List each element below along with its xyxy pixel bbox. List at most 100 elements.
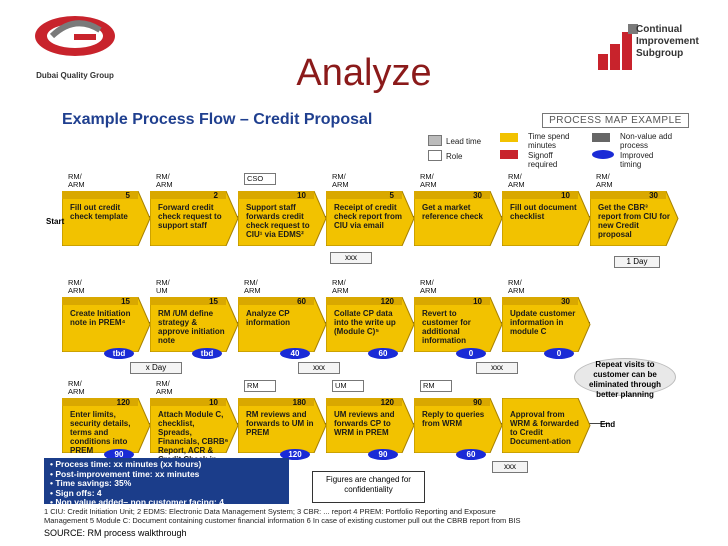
bullet-2: • Post-improvement time: xx minutes: [50, 468, 200, 479]
legend-lead-time: Lead time: [446, 137, 482, 146]
process-step-shape: [326, 297, 415, 352]
process-step-shape: [502, 191, 591, 246]
step-role: RM/ ARM: [420, 278, 437, 295]
improved-time-oval: 90: [104, 449, 134, 460]
step-role: RM/ ARM: [596, 172, 613, 189]
step-text: Approval from WRM & forwarded to Credit …: [510, 410, 579, 446]
step-time: 10: [473, 297, 482, 306]
legend: Lead time Role Time spend minutes Signof…: [424, 132, 724, 172]
process-step-shape: [414, 398, 503, 453]
logo-line-2: Improvement: [636, 36, 699, 47]
source-line: SOURCE: RM process walkthrough: [44, 528, 187, 538]
lead-time-box: x Day: [130, 362, 182, 374]
step-role: RM/ ARM: [68, 379, 85, 396]
page-title: Analyze: [296, 52, 432, 94]
step-text: Fill out credit check template: [70, 203, 128, 221]
process-step-shape: [238, 398, 327, 453]
step-role: RM: [244, 380, 276, 392]
time-spend-swatch: [500, 133, 518, 142]
footnote-line-1: 1 CIU: Credit Initiation Unit; 2 EDMS: E…: [44, 507, 496, 516]
bullet-3: • Time savings: 35%: [50, 478, 132, 489]
logo-line-3: Subgroup: [636, 48, 684, 59]
lead-time-box: xxx: [492, 461, 528, 473]
step-role: RM/ ARM: [156, 172, 173, 189]
lead-time-box: xxx: [476, 362, 518, 374]
step-text: RM /UM define strategy & approve initiat…: [158, 309, 225, 345]
step-time: 2: [213, 191, 218, 200]
footnotes: 1 CIU: Credit Initiation Unit; 2 EDMS: E…: [44, 507, 704, 525]
dubai-quality-group-logo: Dubai Quality Group: [30, 12, 120, 82]
step-role: RM/ ARM: [508, 278, 525, 295]
process-step-shape: [150, 191, 239, 246]
step-text: Collate CP data into the write up (Modul…: [334, 309, 396, 336]
repeat-visits-callout: [574, 358, 676, 396]
legend-signoff: Signoff required: [528, 151, 558, 169]
process-step-shape: [502, 398, 591, 453]
step-text: Update customer information in module C: [510, 309, 576, 336]
step-time: 10: [209, 398, 218, 407]
step-role: RM/ ARM: [508, 172, 525, 189]
page-subtitle: Example Process Flow – Credit Proposal: [62, 111, 373, 128]
improved-swatch: [592, 150, 614, 159]
step-time: 120: [380, 398, 394, 407]
process-step-shape: [414, 191, 503, 246]
summary-box: • Process time: xx minutes (xx hours) • …: [44, 458, 289, 507]
step-text: Receipt of credit check report from CIU …: [334, 203, 403, 230]
bullet-1: • Process time: xx minutes (xx hours): [50, 459, 202, 469]
step-time: 120: [380, 297, 394, 306]
step-text: Get the CBR³ report from CIU for new Cre…: [598, 203, 670, 239]
step-text: UM reviews and forwards CP to WRM in PRE…: [334, 410, 395, 437]
step-time: 60: [297, 297, 306, 306]
step-text: RM reviews and forwards to UM in PREM: [246, 410, 314, 437]
step-role: RM/ ARM: [244, 278, 261, 295]
step-role: RM/ ARM: [332, 172, 349, 189]
step-role: RM/ ARM: [332, 278, 349, 295]
lead-time-box: xxx: [298, 362, 340, 374]
legend-nonvalue: Non-value add process: [620, 132, 673, 150]
step-time: 15: [121, 297, 130, 306]
improved-time-oval: 40: [280, 348, 310, 359]
step-text: Create Initiation note in PREM⁴: [70, 309, 131, 327]
step-time: 30: [561, 297, 570, 306]
improved-time-oval: tbd: [104, 348, 134, 359]
step-text: Revert to customer for additional inform…: [422, 309, 471, 345]
process-step-shape: [62, 398, 151, 453]
process-step-shape: [326, 191, 415, 246]
step-text: Fill out document checklist: [510, 203, 577, 221]
improved-time-oval: 120: [280, 449, 310, 460]
step-time: 10: [561, 191, 570, 200]
improved-time-oval: tbd: [192, 348, 222, 359]
improved-time-oval: 90: [368, 449, 398, 460]
step-time: 30: [473, 191, 482, 200]
process-map-tag: PROCESS MAP EXAMPLE: [542, 113, 689, 128]
step-text: Forward credit check request to support …: [158, 203, 222, 230]
figures-note: Figures are changed for confidentiality: [312, 471, 425, 503]
legend-role: Role: [446, 152, 463, 161]
lead-time-box: xxx: [330, 252, 372, 264]
role-swatch: [428, 150, 442, 161]
end-label: End: [600, 420, 616, 429]
lead-time-box: 1 Day: [614, 256, 660, 268]
process-step-shape: [414, 297, 503, 352]
logo-left-text: Dubai Quality Group: [36, 71, 114, 80]
process-step-shape: [590, 191, 679, 246]
step-time: 5: [389, 191, 394, 200]
process-step-shape: [238, 297, 327, 352]
footnote-line-2: Management 5 Module C: Document containi…: [44, 516, 521, 525]
step-time: 10: [297, 191, 306, 200]
step-time: 15: [209, 297, 218, 306]
step-role: RM/ ARM: [156, 379, 173, 396]
improved-time-oval: 0: [544, 348, 574, 359]
step-role: CSO: [244, 173, 276, 185]
process-step-shape: [62, 191, 151, 246]
process-step-shape: [150, 297, 239, 352]
improved-time-oval: 60: [368, 348, 398, 359]
step-role: RM/ ARM: [68, 278, 85, 295]
step-role: RM: [420, 380, 452, 392]
legend-time-spend: Time spend minutes: [528, 132, 570, 150]
step-role: RM/ UM: [156, 278, 170, 295]
logo-line-1: Continual: [636, 24, 683, 35]
legend-improved: Improved timing: [620, 151, 654, 169]
process-step-shape: [62, 297, 151, 352]
